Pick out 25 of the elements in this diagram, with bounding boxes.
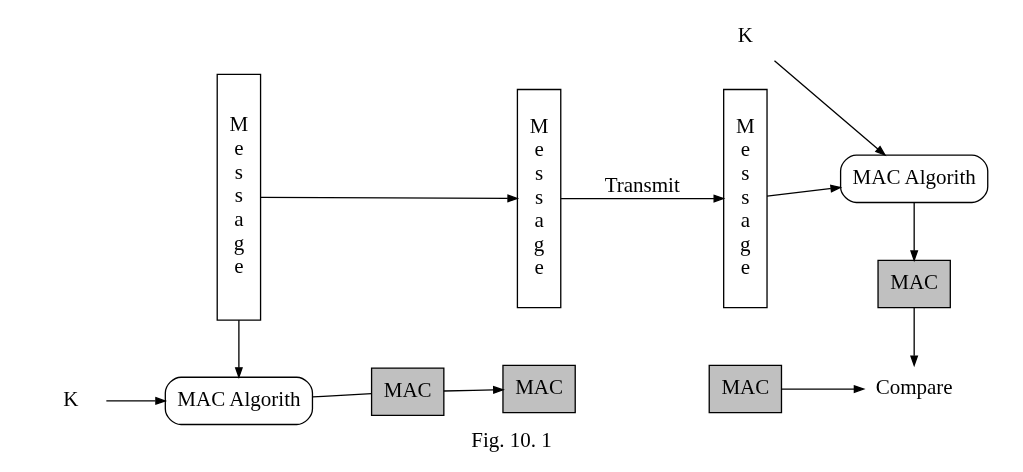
- node-text: K: [737, 22, 753, 47]
- node-box: MAC: [370, 367, 445, 416]
- connector: [311, 392, 373, 398]
- arrow: [443, 385, 505, 395]
- edge-label: Transmit: [604, 172, 680, 197]
- node-box: Message: [723, 88, 768, 309]
- arrow: [105, 396, 168, 406]
- node-box: MAC Algorith: [839, 154, 989, 204]
- node-text: K: [63, 386, 79, 411]
- arrow: [780, 384, 866, 394]
- node-box: MAC: [877, 259, 951, 309]
- node-box: MAC: [708, 364, 783, 414]
- caption: Fig. 10. 1: [471, 427, 552, 452]
- arrow: [766, 184, 843, 197]
- node-box: Message: [216, 73, 262, 321]
- node-box: MAC Algorith: [164, 376, 314, 426]
- arrow: [560, 194, 726, 203]
- node-box: MAC: [502, 364, 576, 414]
- arrow: [910, 307, 919, 368]
- node-box: Message: [516, 88, 562, 309]
- arrow: [910, 202, 919, 263]
- node-text: Compare: [875, 375, 953, 400]
- arrow: [773, 60, 887, 157]
- arrow: [234, 319, 244, 379]
- arrow: [260, 194, 520, 203]
